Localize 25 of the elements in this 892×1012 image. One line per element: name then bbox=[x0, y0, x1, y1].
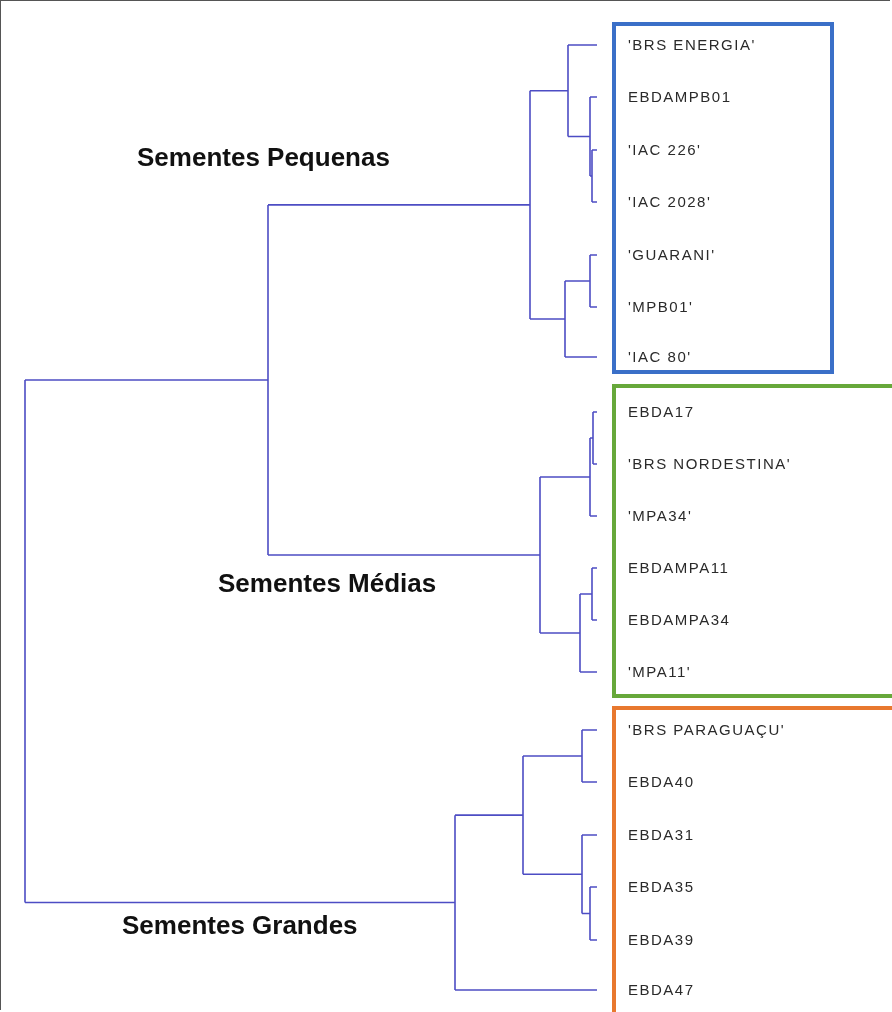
cluster-heading: Sementes Grandes bbox=[122, 910, 358, 941]
leaf-label: EBDA47 bbox=[628, 981, 695, 999]
leaf-label: EBDA31 bbox=[628, 826, 695, 844]
leaf-label: 'BRS NORDESTINA' bbox=[628, 455, 792, 473]
group-box bbox=[612, 22, 834, 374]
leaf-label: 'IAC 226' bbox=[628, 141, 702, 159]
leaf-label: 'BRS PARAGUAÇU' bbox=[628, 721, 786, 739]
cluster-heading: Sementes Pequenas bbox=[137, 142, 390, 173]
leaf-label: 'IAC 2028' bbox=[628, 193, 712, 211]
leaf-label: EBDA40 bbox=[628, 773, 695, 791]
leaf-label: 'IAC 80' bbox=[628, 348, 692, 366]
leaf-label: 'MPA34' bbox=[628, 507, 693, 525]
leaf-label: 'GUARANI' bbox=[628, 246, 716, 264]
group-box bbox=[612, 384, 892, 698]
leaf-label: EBDA39 bbox=[628, 931, 695, 949]
leaf-label: EBDAMPA34 bbox=[628, 611, 731, 629]
leaf-label: 'BRS ENERGIA' bbox=[628, 36, 756, 54]
leaf-label: EBDAMPB01 bbox=[628, 88, 732, 106]
cluster-heading: Sementes Médias bbox=[218, 568, 437, 599]
leaf-label: 'MPB01' bbox=[628, 298, 694, 316]
leaf-label: 'MPA11' bbox=[628, 663, 692, 681]
leaf-label: EBDA35 bbox=[628, 878, 695, 896]
group-box bbox=[612, 706, 892, 1012]
leaf-label: EBDA17 bbox=[628, 403, 695, 421]
leaf-label: EBDAMPA11 bbox=[628, 559, 730, 577]
